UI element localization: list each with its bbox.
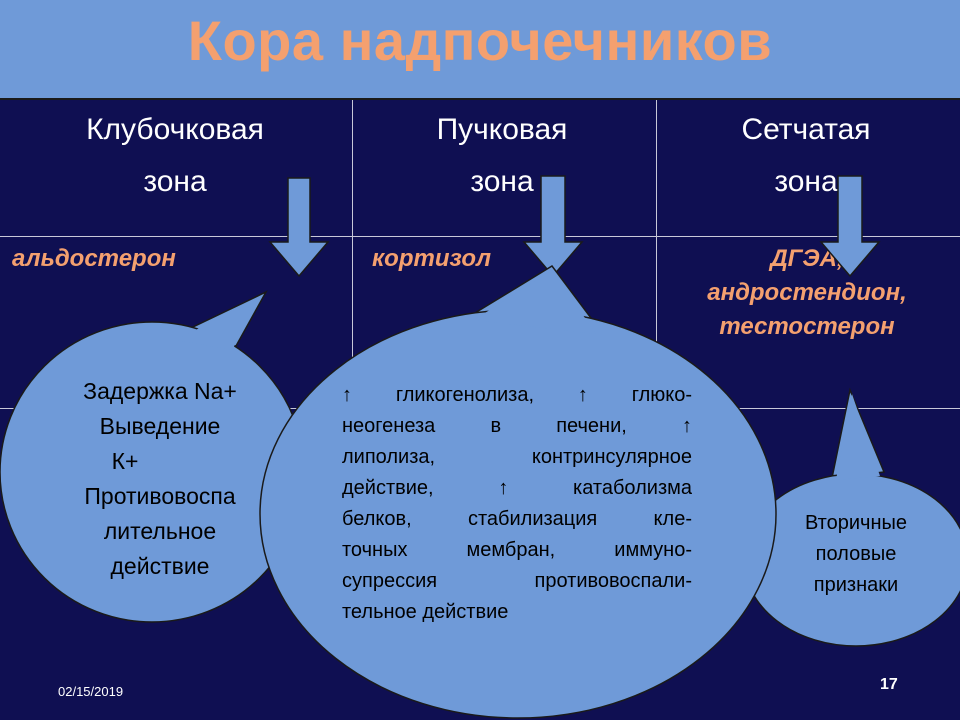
hormone-androstenedione: андростендион, [707,279,907,306]
down-arrow-icon [522,175,584,278]
effect-line: Вторичные [805,512,907,534]
effect-line: Выведение [99,413,221,439]
effect-line: ↑ гликогенолиза, ↑ глюко- [342,384,692,406]
bubble-left-text: Задержка Na+ Выведение К+ Противовоспа л… [30,374,290,584]
effect-line: Задержка Na+ [83,378,237,404]
effect-line: половые [815,543,897,565]
hormone-androgens: ДГЭА, андростендион, тестостерон [660,242,954,344]
page-number: 17 [880,676,898,693]
callout-bubble-center [259,265,777,719]
effect-line: К+ [111,448,139,474]
callout-bubble-left [0,290,305,623]
table-row-divider-1 [0,236,960,237]
effect-line: действие [110,553,210,579]
effect-line: лительное [103,518,217,544]
effect-line: Противовоспа [84,483,236,509]
zone-name: Сетчатая [741,113,871,146]
hormone-testosterone: тестостерон [719,313,895,340]
bubble-right-text: Вторичные половые признаки [776,508,936,601]
effect-line: тельное действие [342,601,509,623]
down-arrow-icon [268,177,330,278]
effect-line: действие, ↑ катаболизма [342,477,692,499]
effect-line: супрессия противовоспали- [342,570,692,592]
zone-header-reticularis: Сетчатая зона [656,104,956,208]
zone-header-glomerulosa: Клубочковая зона [10,104,340,208]
effect-line: признаки [813,574,899,596]
hormone-cortisol: кортизол [372,245,492,272]
effect-line: неогенеза в печени, ↑ [342,415,692,437]
bubble-center-text: ↑ гликогенолиза, ↑ глюко- неогенеза в пе… [342,380,692,628]
effect-line: липолиза, контринсулярное [342,446,692,468]
title-bar: Кора надпочечников [0,0,960,100]
zone-word: зона [143,165,207,198]
effect-line: точных мембран, иммуно- [342,539,692,561]
slide-title: Кора надпочечников [187,9,773,72]
table-divider-2 [656,100,657,420]
down-arrow-icon [819,175,881,278]
zone-header-fasciculata: Пучковая зона [352,104,652,208]
zone-word: зона [470,165,534,198]
hormone-aldosterone: альдостерон [12,245,176,272]
effect-line: белков, стабилизация кле- [342,508,692,530]
zone-name: Клубочковая [86,113,264,146]
zone-word: зона [774,165,838,198]
footer-date: 02/15/2019 [58,684,124,699]
zone-name: Пучковая [436,113,568,146]
